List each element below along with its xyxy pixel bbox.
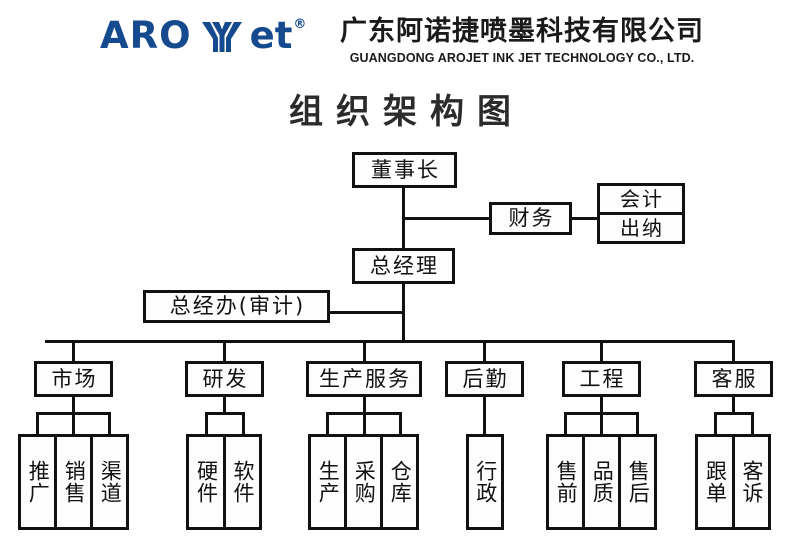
node-team-promotion[interactable]: 推广 bbox=[21, 437, 54, 527]
connector-drop-service bbox=[732, 340, 735, 361]
node-team-order-follow[interactable]: 跟单 bbox=[698, 437, 732, 527]
connector-engineering-drop-3 bbox=[636, 412, 639, 436]
node-department-service-label: 客服 bbox=[711, 366, 758, 391]
connector-engineering-drop-2 bbox=[600, 412, 603, 436]
connector-rnd-drop-2 bbox=[242, 412, 245, 436]
node-team-software-label: 软件 bbox=[231, 460, 255, 504]
group-logistics-teams: 行政 bbox=[466, 434, 504, 530]
node-department-production-label: 生产服务 bbox=[319, 366, 411, 391]
node-team-warehouse-label: 仓库 bbox=[388, 460, 413, 504]
connector-rnd-bus bbox=[205, 412, 245, 415]
page-header: ARO et ® 广东阿诺捷喷墨科技有限公司 GUANGDONG AROJET … bbox=[0, 0, 800, 78]
node-chairman-label: 董事长 bbox=[371, 157, 440, 182]
group-service-teams: 跟单 客诉 bbox=[695, 434, 771, 530]
node-department-engineering[interactable]: 工程 bbox=[562, 361, 641, 397]
connector-service-stem bbox=[732, 396, 735, 414]
node-team-administration-label: 行政 bbox=[473, 460, 498, 504]
arojet-leaf-logo-icon bbox=[200, 20, 244, 58]
connector-engineering-drop-1 bbox=[564, 412, 567, 436]
node-gm-office-label: 总经办(审计) bbox=[169, 294, 306, 318]
connector-market-drop-3 bbox=[108, 412, 111, 436]
registered-trademark-icon: ® bbox=[293, 17, 307, 32]
node-team-warehouse[interactable]: 仓库 bbox=[380, 437, 416, 527]
connector-logistics-stem bbox=[483, 396, 486, 436]
node-general-manager[interactable]: 总经理 bbox=[352, 248, 455, 284]
node-finance[interactable]: 财务 bbox=[489, 202, 572, 235]
group-engineering-teams: 售前 品质 售后 bbox=[546, 434, 657, 530]
company-name-block: 广东阿诺捷喷墨科技有限公司 GUANGDONG AROJET INK JET T… bbox=[322, 17, 722, 67]
node-general-manager-label: 总经理 bbox=[370, 253, 439, 278]
node-team-software[interactable]: 软件 bbox=[222, 437, 260, 527]
connector-finance-to-accounting bbox=[569, 217, 600, 220]
node-department-rnd-label: 研发 bbox=[202, 366, 249, 391]
node-team-presales[interactable]: 售前 bbox=[549, 437, 582, 527]
node-team-sales-label: 销售 bbox=[62, 460, 87, 504]
node-team-presales-label: 售前 bbox=[554, 460, 579, 504]
node-team-complaints-label: 客诉 bbox=[740, 460, 764, 504]
node-finance-children[interactable]: 会计 出纳 bbox=[597, 183, 685, 244]
connector-department-bus bbox=[45, 340, 735, 343]
node-team-hardware-label: 硬件 bbox=[194, 460, 219, 504]
connector-service-drop-1 bbox=[714, 412, 717, 436]
node-team-channel-label: 渠道 bbox=[98, 460, 123, 504]
connector-rnd-drop-1 bbox=[205, 412, 208, 436]
node-team-quality-label: 品质 bbox=[590, 460, 615, 504]
node-accounting[interactable]: 会计 bbox=[620, 187, 664, 211]
connector-chairman-to-finance bbox=[402, 217, 492, 220]
node-department-engineering-label: 工程 bbox=[579, 366, 626, 391]
connector-engineering-stem bbox=[600, 396, 603, 414]
node-department-logistics[interactable]: 后勤 bbox=[445, 361, 524, 397]
logo-et-text: et bbox=[249, 14, 293, 57]
node-team-administration[interactable]: 行政 bbox=[469, 437, 501, 527]
connector-production-drop-3 bbox=[399, 412, 402, 436]
page-title: 组织架构图 bbox=[289, 92, 524, 132]
company-name-en: GUANGDONG AROJET INK JET TECHNOLOGY CO.,… bbox=[349, 51, 695, 65]
connector-drop-market bbox=[72, 340, 75, 361]
node-cashier[interactable]: 出纳 bbox=[600, 212, 682, 241]
node-team-sales[interactable]: 销售 bbox=[54, 437, 90, 527]
connector-rnd-stem bbox=[223, 396, 226, 414]
logo-aro-text: ARO bbox=[100, 14, 192, 57]
company-logo: ARO et ® bbox=[100, 16, 306, 58]
node-department-rnd[interactable]: 研发 bbox=[185, 361, 264, 397]
node-department-production[interactable]: 生产服务 bbox=[306, 361, 422, 397]
node-team-manufacturing[interactable]: 生产 bbox=[311, 437, 344, 527]
connector-production-drop-1 bbox=[326, 412, 329, 436]
node-gm-office[interactable]: 总经办(审计) bbox=[143, 290, 330, 323]
node-team-manufacturing-label: 生产 bbox=[316, 460, 341, 504]
node-department-service[interactable]: 客服 bbox=[694, 361, 773, 397]
connector-drop-logistics bbox=[483, 340, 486, 361]
node-team-complaints[interactable]: 客诉 bbox=[731, 437, 769, 527]
group-market-teams: 推广 销售 渠道 bbox=[18, 434, 129, 530]
node-team-purchasing-label: 采购 bbox=[352, 460, 377, 504]
connector-service-bus bbox=[714, 412, 754, 415]
node-chairman[interactable]: 董事长 bbox=[352, 152, 457, 188]
node-team-purchasing[interactable]: 采购 bbox=[344, 437, 380, 527]
connector-market-drop-1 bbox=[36, 412, 39, 436]
node-department-logistics-label: 后勤 bbox=[462, 366, 509, 391]
connector-production-stem bbox=[363, 396, 366, 414]
node-team-aftersales-label: 售后 bbox=[626, 460, 651, 504]
node-team-hardware[interactable]: 硬件 bbox=[189, 437, 223, 527]
connector-service-drop-2 bbox=[751, 412, 754, 436]
connector-drop-production bbox=[363, 340, 366, 361]
connector-drop-rnd bbox=[223, 340, 226, 361]
node-finance-label: 财务 bbox=[508, 206, 555, 230]
node-team-promotion-label: 推广 bbox=[26, 460, 51, 504]
node-department-market[interactable]: 市场 bbox=[34, 361, 113, 397]
node-team-quality[interactable]: 品质 bbox=[582, 437, 618, 527]
node-team-order-follow-label: 跟单 bbox=[703, 460, 728, 504]
node-team-channel[interactable]: 渠道 bbox=[90, 437, 126, 527]
company-name-cn: 广东阿诺捷喷墨科技有限公司 bbox=[340, 16, 704, 47]
node-department-market-label: 市场 bbox=[51, 366, 98, 391]
connector-market-drop-2 bbox=[72, 412, 75, 436]
connector-gm-office bbox=[327, 311, 405, 314]
group-production-teams: 生产 采购 仓库 bbox=[308, 434, 419, 530]
connector-drop-engineering bbox=[600, 340, 603, 361]
node-team-aftersales[interactable]: 售后 bbox=[618, 437, 654, 527]
connector-production-drop-2 bbox=[363, 412, 366, 436]
group-rnd-teams: 硬件 软件 bbox=[186, 434, 262, 530]
connector-market-stem bbox=[72, 396, 75, 414]
